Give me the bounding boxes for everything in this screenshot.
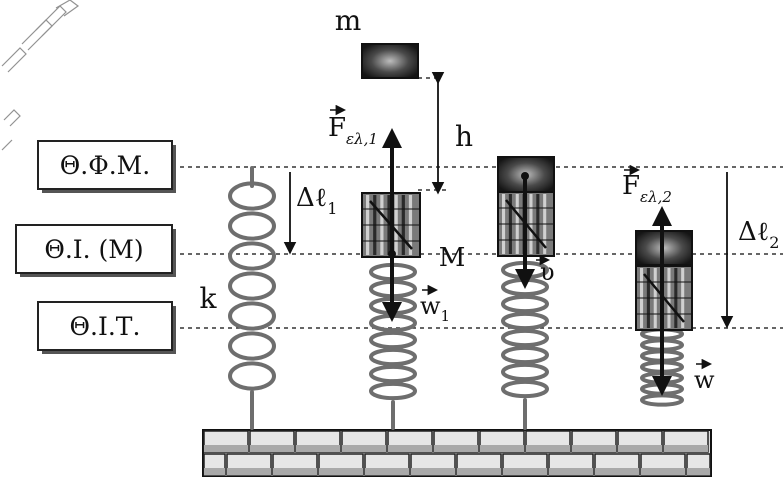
label-dl1: Δℓ1 <box>296 183 337 218</box>
brick-shade <box>457 468 501 475</box>
label-k: k <box>200 282 218 315</box>
brick-shade <box>388 445 432 452</box>
spring-coil <box>369 313 417 333</box>
label-weight1: w1 <box>420 284 450 325</box>
brick-shade <box>618 445 662 452</box>
label-velocity: υ <box>540 258 555 286</box>
brick-shade <box>595 468 639 475</box>
brick-shade <box>549 468 593 475</box>
label-force2: Fελ,2 <box>622 164 672 206</box>
label-weight2: w <box>694 358 715 394</box>
spring-coil <box>228 301 276 331</box>
svg-text:Fελ,1: Fελ,1 <box>328 113 378 148</box>
spring-coil <box>501 311 549 331</box>
brick-shade <box>503 468 547 475</box>
spring-coil <box>228 361 276 391</box>
label-initial-equilibrium: Θ.Ι. (Μ) <box>44 235 143 264</box>
spring-coil <box>228 181 276 211</box>
watermark-icon <box>1 0 80 151</box>
label-h: h <box>455 120 473 153</box>
label-dl2: Δℓ2 <box>738 217 779 252</box>
spring-coil <box>228 241 276 271</box>
label-natural-length: Θ.Φ.Μ. <box>60 151 150 180</box>
spring-coil <box>501 345 549 365</box>
spring-coil <box>369 347 417 367</box>
label-M: M <box>439 243 466 273</box>
spring-coil <box>228 211 276 241</box>
brick-shade <box>204 468 225 475</box>
brick-shade <box>342 445 386 452</box>
brick-shade <box>480 445 524 452</box>
label-m: m <box>335 4 362 37</box>
level-label-initial-equilibrium: Θ.Ι. (Μ) <box>15 224 176 277</box>
brick-shade <box>572 445 616 452</box>
svg-text:Fελ,2: Fελ,2 <box>622 171 672 206</box>
spring-coil <box>369 381 417 401</box>
level-label-new-equilibrium: Θ.Ι.Τ. <box>37 301 176 354</box>
brick-shade <box>365 468 409 475</box>
brick-shade <box>411 468 455 475</box>
svg-text:w1: w1 <box>420 292 450 325</box>
label-force1: Fελ,1 <box>328 104 378 148</box>
spring-collision <box>501 260 549 430</box>
brick-shade <box>273 468 317 475</box>
spring-coil <box>501 328 549 348</box>
brick-shade <box>204 445 248 452</box>
brick-shade <box>641 468 685 475</box>
spring-coil <box>228 271 276 301</box>
brick-shade <box>319 468 363 475</box>
ground-bricks <box>202 429 712 477</box>
brick-shade <box>664 445 708 452</box>
spring-coil <box>501 362 549 382</box>
brick-shade <box>434 445 478 452</box>
svg-text:w: w <box>694 366 715 394</box>
brick-shade <box>227 468 271 475</box>
spring-coil <box>369 330 417 350</box>
spring-coil <box>501 294 549 314</box>
brick-shade <box>526 445 570 452</box>
spring-natural <box>228 166 276 430</box>
label-new-equilibrium: Θ.Ι.Τ. <box>70 312 141 341</box>
level-label-natural-length: Θ.Φ.Μ. <box>37 140 176 193</box>
brick-shade <box>687 468 710 475</box>
brick-shade <box>296 445 340 452</box>
falling-mass-block <box>361 43 419 79</box>
brick-shade <box>250 445 294 452</box>
spring-coil <box>640 393 684 407</box>
spring-coil <box>501 379 549 399</box>
spring-coil <box>228 331 276 361</box>
spring-coil <box>369 364 417 384</box>
